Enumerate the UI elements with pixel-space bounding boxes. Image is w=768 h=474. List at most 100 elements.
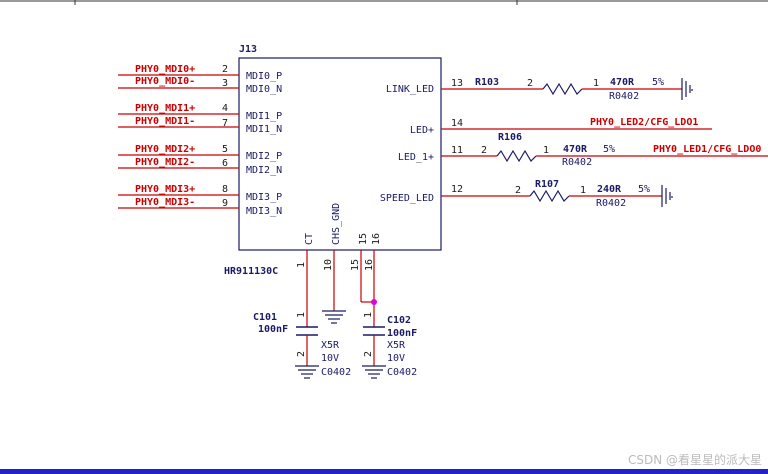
- pin-number: 7: [222, 118, 228, 129]
- connector-body: [238, 57, 442, 251]
- pin-number: 13: [451, 78, 463, 89]
- resistor-tolerance: 5%: [638, 184, 650, 195]
- pin-number: 16: [364, 259, 375, 271]
- resistor-value: 470R: [610, 77, 635, 88]
- pin-number: 2: [296, 351, 307, 357]
- resistor-refdes: R107: [535, 179, 559, 190]
- left-pin-group: PHY0_MDI0+ 2 MDI0_P PHY0_MDI0- 3 MDI0_N …: [118, 64, 282, 217]
- pin-number: 15: [358, 233, 369, 245]
- capacitor-value: 100nF: [387, 328, 417, 339]
- resistor-symbol: [496, 149, 537, 163]
- resistor-refdes: R106: [498, 132, 522, 143]
- ground-icon: [295, 365, 319, 379]
- net-label: PHY0_MDI0-: [135, 76, 195, 87]
- pin-number: 15: [350, 259, 361, 271]
- pin-number: 14: [451, 118, 463, 129]
- pin-name: MDI1_P: [246, 111, 282, 122]
- junction-dot: [371, 299, 377, 305]
- chassis-ground-icon: [681, 78, 693, 100]
- net-label: PHY0_MDI3-: [135, 197, 195, 208]
- capacitor-voltage: 10V: [321, 353, 339, 364]
- pin-number: 1: [543, 145, 549, 156]
- pin-name: MDI3_P: [246, 192, 282, 203]
- pin-number: 3: [222, 78, 228, 89]
- net-label: PHY0_MDI1-: [135, 116, 195, 127]
- pin-number: 1: [296, 262, 307, 268]
- pin-number: 10: [323, 259, 334, 271]
- net-label: PHY0_MDI2-: [135, 157, 195, 168]
- ground-icon: [322, 310, 346, 324]
- frame-bottom-border: [0, 469, 768, 474]
- pin-name: MDI2_N: [246, 165, 282, 176]
- resistor-refdes: R103: [475, 77, 499, 88]
- pin-name: LED+: [410, 125, 434, 136]
- net-label: PHY0_MDI2+: [135, 144, 195, 155]
- resistor-package: R0402: [562, 157, 592, 168]
- pin-name: LED_1+: [398, 152, 434, 163]
- left-pin: PHY0_MDI2- 6 MDI2_N: [118, 157, 282, 176]
- left-pin: PHY0_MDI0+ 2 MDI0_P: [118, 64, 282, 82]
- net-label: PHY0_LED2/CFG_LDO1: [590, 117, 698, 128]
- pin-number: 2: [222, 64, 228, 75]
- left-pin: PHY0_MDI1+ 4 MDI1_P: [118, 103, 282, 122]
- pin-number: 4: [222, 103, 228, 114]
- pin-name: MDI2_P: [246, 151, 282, 162]
- pin-number: 16: [371, 233, 382, 245]
- led-plus-circuit: PHY0_LED2/CFG_LDO1: [441, 117, 712, 130]
- capacitor-refdes: C102: [387, 315, 411, 326]
- net-label: PHY0_MDI0+: [135, 64, 195, 75]
- resistor-package: R0402: [596, 198, 626, 209]
- capacitor-refdes: C101: [253, 312, 277, 323]
- connector-part-number: HR911130C: [224, 266, 278, 277]
- pin-number: 12: [451, 184, 463, 195]
- pin-number: 6: [222, 158, 228, 169]
- pin-name: MDI0_N: [246, 84, 282, 95]
- pin-name: CHS_GND: [331, 203, 342, 245]
- connector-refdes: J13: [239, 44, 257, 55]
- pin-name: MDI0_P: [246, 71, 282, 82]
- pin-number: 8: [222, 184, 228, 195]
- pin-number: 11: [451, 145, 463, 156]
- watermark: CSDN @看星星的派大星: [628, 452, 762, 467]
- pin-number: 2: [527, 78, 533, 89]
- resistor-tolerance: 5%: [603, 144, 615, 155]
- pin-number: 1: [296, 312, 307, 318]
- left-pin: PHY0_MDI1- 7 MDI1_N: [118, 116, 282, 135]
- capacitor-dielectric: X5R: [387, 340, 406, 351]
- pin-number: 2: [515, 185, 521, 196]
- ground-icon: [362, 365, 386, 379]
- capacitor-package: C0402: [387, 367, 417, 378]
- net-label: PHY0_LED1/CFG_LDO0: [653, 144, 761, 155]
- capacitor-package: C0402: [321, 367, 351, 378]
- chassis-ground-icon: [661, 185, 673, 207]
- net-label: PHY0_MDI3+: [135, 184, 195, 195]
- pin-number: 5: [222, 144, 228, 155]
- pin-number: 9: [222, 198, 228, 209]
- left-pin: PHY0_MDI2+ 5 MDI2_P: [118, 144, 282, 162]
- resistor-value: 470R: [563, 144, 588, 155]
- capacitor-dielectric: X5R: [321, 340, 340, 351]
- pin-number: 2: [481, 145, 487, 156]
- pin-name: MDI1_N: [246, 124, 282, 135]
- pin-number: 2: [363, 351, 374, 357]
- pin-name: MDI3_N: [246, 206, 282, 217]
- resistor-tolerance: 5%: [652, 77, 664, 88]
- led-1-plus-circuit: R106 2 1 470R 5% R0402 PHY0_LED1/CFG_LDO…: [441, 132, 768, 168]
- resistor-value: 240R: [597, 184, 622, 195]
- left-pin: PHY0_MDI0- 3 MDI0_N: [118, 76, 282, 95]
- pin-name: CT: [304, 233, 315, 245]
- net-label: PHY0_MDI1+: [135, 103, 195, 114]
- resistor-package: R0402: [609, 91, 639, 102]
- pin-number: 1: [580, 185, 586, 196]
- left-pin: PHY0_MDI3+ 8 MDI3_P: [118, 184, 282, 203]
- capacitor-voltage: 10V: [387, 353, 405, 364]
- pin-name: LINK_LED: [386, 84, 434, 95]
- link-led-circuit: R103 2 1 470R 5% R0402: [441, 77, 693, 102]
- capacitor-value: 100nF: [258, 324, 288, 335]
- pin-name: SPEED_LED: [380, 193, 434, 204]
- pin-number: 1: [363, 312, 374, 318]
- left-pin: PHY0_MDI3- 9 MDI3_N: [118, 197, 282, 217]
- pin-number: 1: [593, 78, 599, 89]
- resistor-symbol: [529, 189, 570, 203]
